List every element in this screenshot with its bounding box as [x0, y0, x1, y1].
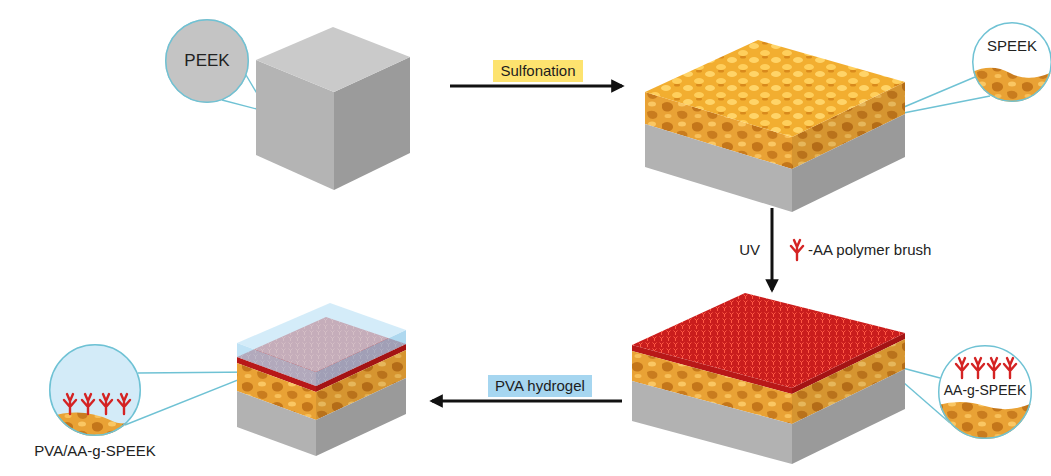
- grafted-inset: [935, 342, 1035, 442]
- step-label: PVA hydrogel: [495, 377, 585, 395]
- brush-label: -AA polymer brush: [808, 241, 931, 259]
- magnified-circle: PVA/AA-g-SPEEK: [49, 344, 141, 436]
- inset-label: SPEEK: [987, 37, 1037, 54]
- speek-block: [645, 40, 905, 212]
- hydrogel-inset: [45, 340, 145, 440]
- inset-label: PEEK: [184, 51, 229, 71]
- grafted-block: [632, 293, 905, 464]
- peek-inset: [160, 15, 255, 110]
- inset-label: PVA/AA-g-SPEEK: [34, 442, 155, 459]
- brush-icon: [791, 240, 803, 260]
- step-label: UV: [739, 241, 760, 259]
- leader-lines: [125, 75, 990, 425]
- process-arrows: [432, 86, 772, 401]
- circle-outline: [49, 344, 141, 436]
- circle-outline: [972, 22, 1051, 102]
- peek-block: [256, 27, 410, 190]
- step-label: Sulfonation: [500, 62, 575, 80]
- hydrogel-block: [237, 303, 406, 456]
- speek-inset: [968, 18, 1051, 108]
- step-tag: PVA hydrogel: [488, 375, 592, 397]
- step-tag: Sulfonation: [493, 60, 582, 82]
- magnified-circle: PEEK: [165, 19, 249, 103]
- inset-label: AA-g-SPEEK: [944, 382, 1026, 398]
- magnified-circle: AA-g-SPEEK: [938, 345, 1032, 439]
- magnified-circle: SPEEK: [972, 22, 1051, 102]
